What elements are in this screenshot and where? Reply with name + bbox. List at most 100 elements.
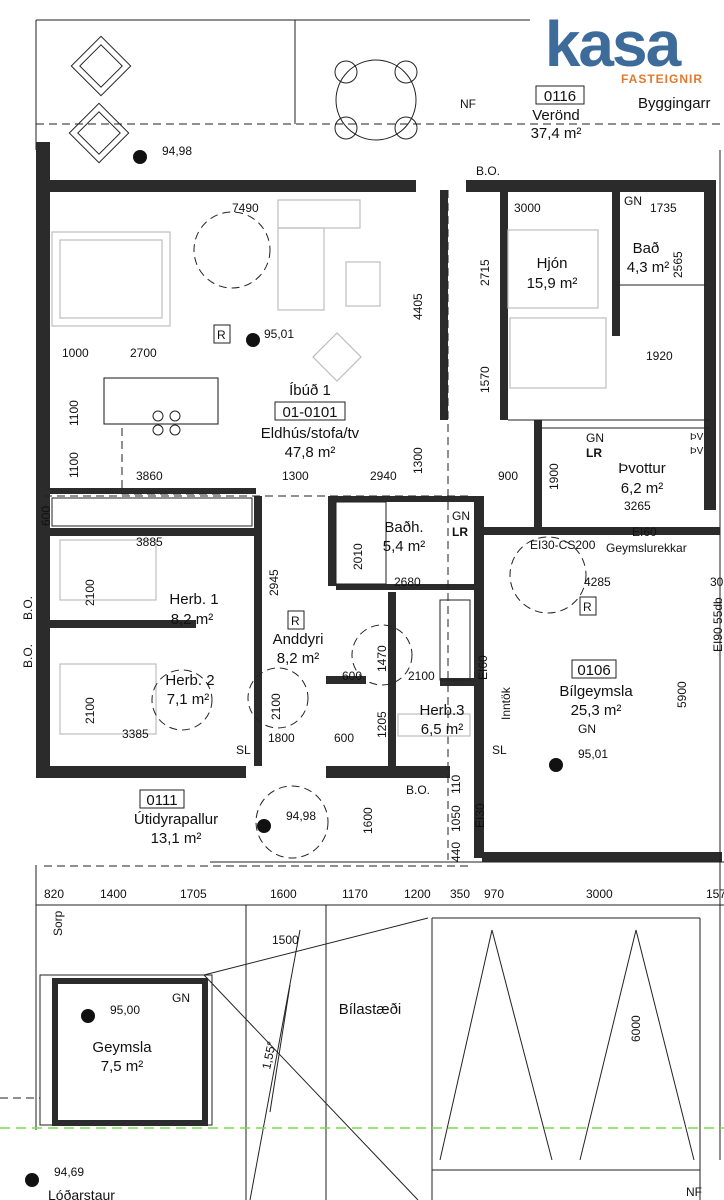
level-1: 94,98: [162, 144, 192, 158]
ei60-2: EI60: [476, 655, 490, 680]
bilgeymsla-name: Bílgeymsla: [559, 683, 633, 700]
ibud-name: Íbúð 1: [289, 382, 331, 399]
lr-pv: LR: [586, 446, 602, 460]
slope: 1,55°: [259, 1040, 279, 1071]
herb1-name: Herb. 1: [169, 591, 218, 608]
dim-2565: 2565: [671, 251, 685, 278]
hjon-name: Hjón: [537, 255, 568, 272]
dim-1300a: 1300: [282, 469, 309, 483]
bo-left2: B.O.: [21, 644, 35, 668]
nf-top: NF: [460, 97, 476, 111]
level-2: 95,01: [264, 327, 294, 341]
dim-1500: 1500: [272, 933, 299, 947]
dim-900: 900: [498, 469, 518, 483]
dim-3265: 3265: [624, 499, 651, 513]
dim-2945: 2945: [267, 569, 281, 596]
dim-970: 970: [484, 887, 504, 901]
dim-1800: 1800: [268, 731, 295, 745]
sorp: Sorp: [51, 910, 65, 936]
ei30cs: EI30-CS200: [530, 538, 596, 552]
dim-30: 30: [710, 575, 724, 589]
dim-1200: 1200: [404, 887, 431, 901]
bilgeymsla-id: 0106: [577, 662, 610, 679]
dim-1400: 1400: [100, 887, 127, 901]
dim-110: 110: [449, 775, 463, 794]
dim-600b: 600: [342, 669, 362, 683]
gn-bil: GN: [578, 722, 596, 736]
utidyrapallur-id: 0111: [146, 792, 177, 809]
geymslurekkar: Geymslurekkar: [606, 541, 687, 555]
room-labels: 0116 Verönd 37,4 m² Íbúð 1 01-0101 Eldhú…: [92, 85, 669, 1075]
dim-350: 350: [450, 887, 470, 901]
hjon-area: 15,9 m²: [527, 275, 578, 292]
veronda-id: 0116: [544, 88, 576, 105]
veronda-area: 37,4 m²: [531, 125, 582, 142]
door-swings: [103, 211, 587, 859]
level-6: 94,69: [54, 1165, 84, 1179]
nf-bottom: NF: [686, 1185, 702, 1199]
dim-4285: 4285: [584, 575, 611, 589]
thvottur-area: 6,2 m²: [621, 480, 664, 497]
dim-3385: 3385: [122, 727, 149, 741]
dim-1100a: 1100: [67, 400, 81, 426]
anddyri-area: 8,2 m²: [277, 650, 320, 667]
dim-2680: 2680: [394, 575, 421, 589]
utidyrapallur-area: 13,1 m²: [151, 830, 202, 847]
dim-1600: 1600: [270, 887, 297, 901]
dim-6000: 6000: [629, 1015, 643, 1042]
terrace-area: [35, 19, 724, 164]
dim-600c: 600: [334, 731, 354, 745]
dim-1600v: 1600: [361, 807, 375, 834]
anddyri-name: Anddyri: [273, 631, 324, 648]
r-3: R: [583, 600, 592, 614]
dim-820: 820: [44, 887, 64, 901]
dim-2715: 2715: [478, 259, 492, 286]
herb2-name: Herb. 2: [165, 672, 214, 689]
brand-tagline: FASTEIGNIR: [621, 72, 703, 86]
gn-badh: GN: [452, 509, 470, 523]
bad-name: Bað: [633, 240, 660, 257]
bilastaedi-name: Bílastæði: [339, 1001, 402, 1018]
dimensions: 7490 3000 1735 2715 2565 4405 1000 2700 …: [39, 201, 724, 1042]
plan-annotations: NF NF Byggingarr B.O. B.O. B.O. B.O. SL …: [21, 95, 724, 1200]
ibud-sub: Eldhús/stofa/tv: [261, 425, 360, 442]
badh-name: Baðh.: [384, 519, 423, 536]
dim-2010: 2010: [351, 543, 365, 570]
dim-1100b: 1100: [67, 452, 81, 478]
sl-1: SL: [236, 743, 251, 757]
ei60-1: EI60: [632, 525, 657, 539]
dim-1735: 1735: [650, 201, 677, 215]
dim-3885: 3885: [136, 535, 163, 549]
dim-1470: 1470: [375, 645, 389, 672]
dim-2700: 2700: [130, 346, 157, 360]
gn-bad: GN: [624, 194, 642, 208]
herb1-area: 8,2 m²: [171, 611, 214, 628]
dim-1170: 1170: [342, 887, 368, 901]
ibud-id: 01-0101: [282, 404, 337, 421]
dim-2100d: 2100: [269, 693, 283, 720]
r-1: R: [217, 328, 226, 342]
level-5: 95,00: [110, 1003, 140, 1017]
badh-area: 5,4 m²: [383, 538, 426, 555]
pv-sym1: ÞV: [690, 432, 704, 443]
herb2-area: 7,1 m²: [167, 691, 210, 708]
gn-geym: GN: [172, 991, 190, 1005]
bo-left1: B.O.: [21, 596, 35, 620]
dim-1920: 1920: [646, 349, 673, 363]
dim-2100c: 2100: [83, 697, 97, 724]
bo-top: B.O.: [476, 164, 500, 178]
dim-1705: 1705: [180, 887, 207, 901]
parking-area: [0, 861, 724, 1200]
dim-440: 440: [449, 842, 463, 862]
ei90: EI90 55db: [711, 597, 724, 652]
herb3-area: 6,5 m²: [421, 721, 464, 738]
dim-1205: 1205: [375, 711, 389, 738]
ei30: EI30: [473, 803, 487, 828]
dim-3000a: 3000: [514, 201, 541, 215]
level-3: 95,01: [578, 747, 608, 761]
furniture: [51, 199, 607, 737]
dim-1300b: 1300: [411, 447, 425, 474]
sl-2: SL: [492, 743, 507, 757]
bilgeymsla-area: 25,3 m²: [571, 702, 622, 719]
